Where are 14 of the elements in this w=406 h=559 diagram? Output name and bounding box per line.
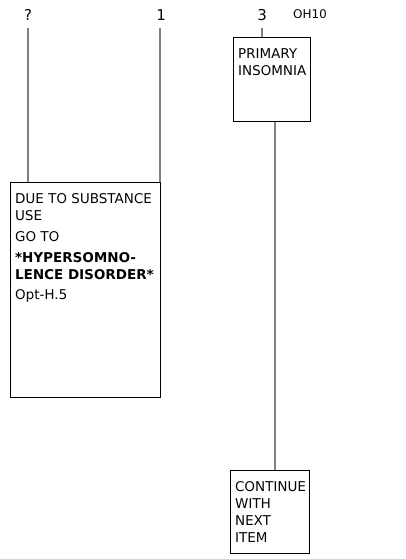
box-text: PRIMARY INSOMNIA bbox=[238, 46, 306, 80]
box-text: GO TO bbox=[15, 228, 60, 246]
option-number: 3 bbox=[256, 6, 268, 26]
process-box bbox=[10, 182, 161, 398]
process-box bbox=[233, 37, 311, 122]
box-text: *HYPERSOMNO- LENCE DISORDER* bbox=[15, 250, 155, 284]
item-code: OH10 bbox=[293, 7, 327, 21]
option-number: ? bbox=[23, 6, 33, 26]
box-text: CONTINUE WITH NEXT ITEM bbox=[235, 479, 305, 546]
option-number: 1 bbox=[155, 6, 167, 26]
connector-line bbox=[274, 122, 276, 470]
box-text: DUE TO SUBSTANCE USE bbox=[15, 191, 153, 225]
process-box bbox=[230, 470, 310, 554]
box-text: Opt-H.5 bbox=[15, 287, 68, 304]
